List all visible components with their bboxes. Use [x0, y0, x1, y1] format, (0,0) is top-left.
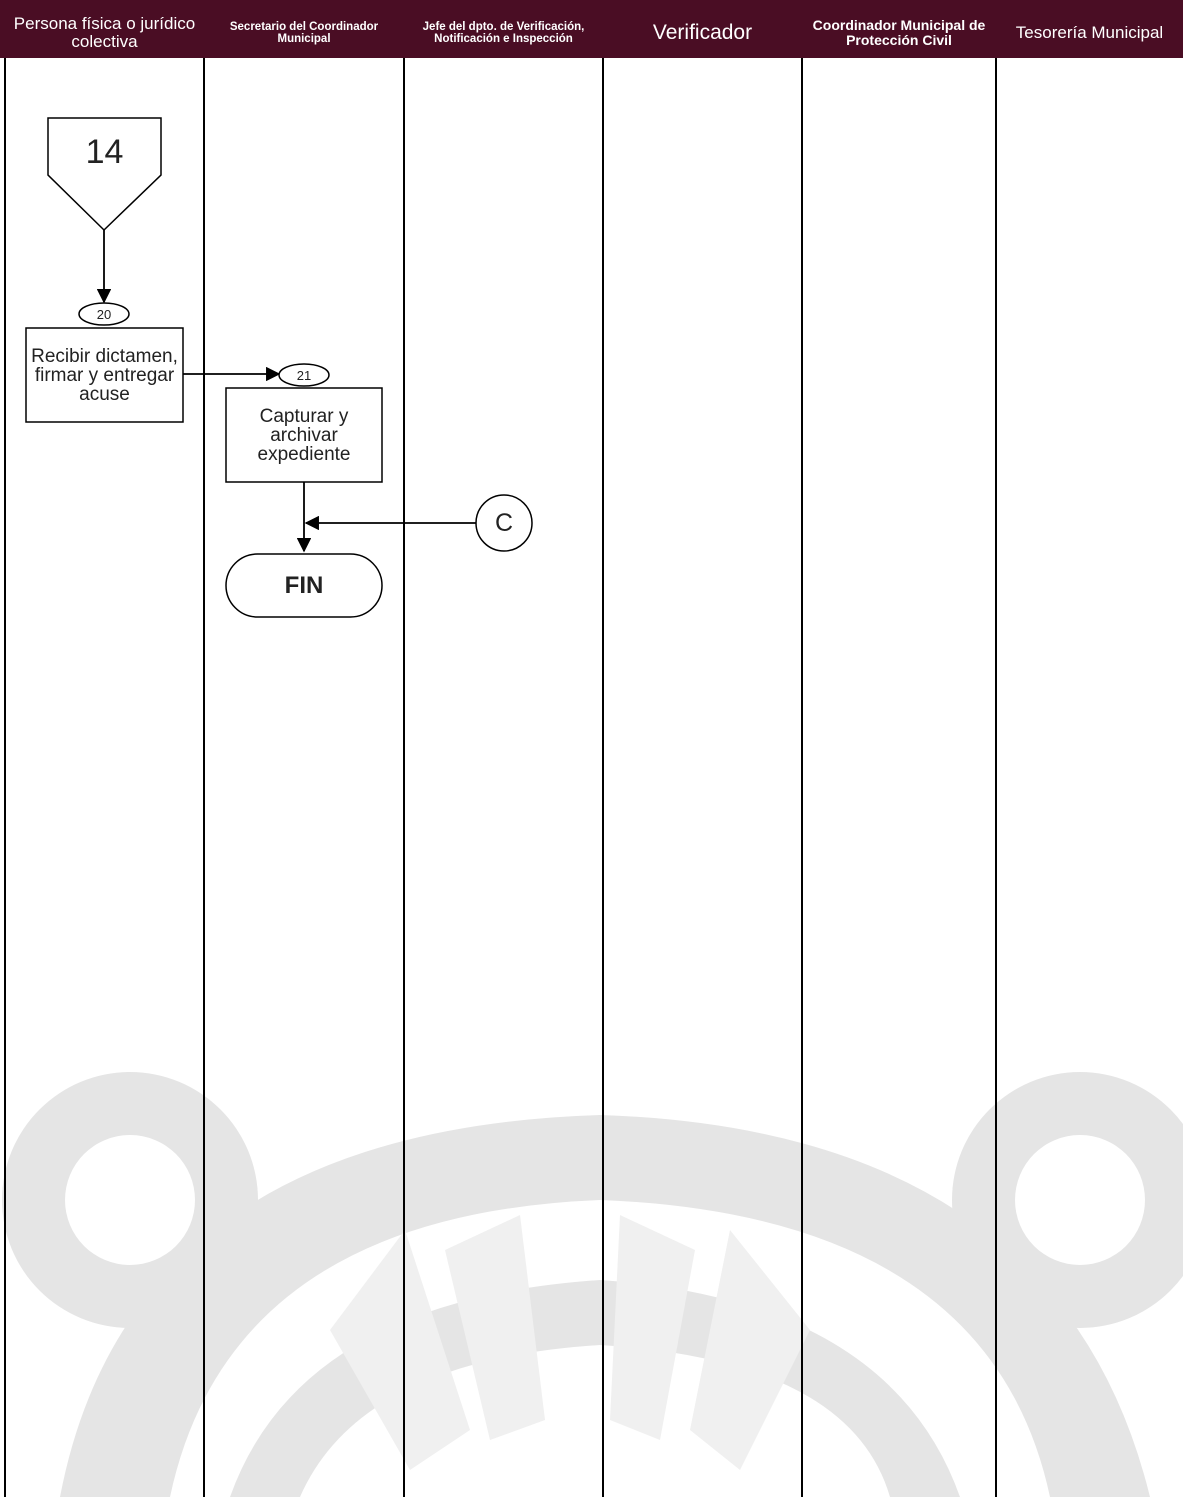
connector-c-label: C	[494, 508, 514, 537]
lane-header-persona: Persona física o jurídico colectiva	[13, 13, 196, 51]
step-21-text: Capturar y archivar expediente	[257, 405, 351, 465]
offpage-connector-label: 14	[85, 133, 124, 171]
step-20-text: Recibir dictamen, firmar y entregar acus…	[31, 345, 178, 405]
lane-header-verificador: Verificador	[652, 20, 753, 44]
terminal-fin-label: FIN	[284, 571, 324, 599]
lane-header-secretario: Secretario del Coordinador Municipal	[229, 20, 379, 45]
offpage-connector-shape	[47, 117, 162, 232]
lane-header-coordinador: Coordinador Municipal de Protección Civi…	[812, 16, 986, 48]
step-21-number-ellipse	[278, 363, 330, 387]
lane-header-jefe: Jefe del dpto. de Verificación, Notifica…	[422, 20, 585, 45]
step-20-box	[25, 327, 184, 423]
step-21-box	[225, 387, 383, 483]
terminal-fin-shape	[225, 553, 383, 618]
step-20-number-ellipse	[78, 302, 130, 326]
swimlane-header: Persona física o jurídico colectiva Secr…	[0, 0, 1183, 58]
step-20-number: 20	[96, 306, 112, 322]
lane-header-tesoreria: Tesorería Municipal	[1015, 22, 1164, 42]
step-21-number: 21	[296, 367, 312, 383]
